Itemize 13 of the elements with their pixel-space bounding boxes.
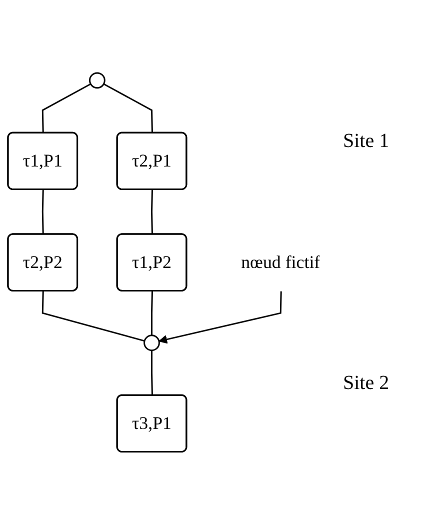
connector: [103, 83, 153, 134]
arrow: [158, 291, 282, 344]
connector: [151, 291, 153, 336]
connector: [42, 291, 145, 342]
node-circle: [89, 72, 106, 89]
connector: [151, 350, 153, 396]
connector: [42, 83, 91, 134]
node-circle: [144, 334, 160, 352]
node-text: nœud fictif: [241, 252, 320, 272]
site-label: Site 2: [343, 372, 390, 396]
connector: [151, 190, 153, 235]
site-label: Site 1: [343, 130, 390, 153]
connector: [42, 190, 44, 235]
